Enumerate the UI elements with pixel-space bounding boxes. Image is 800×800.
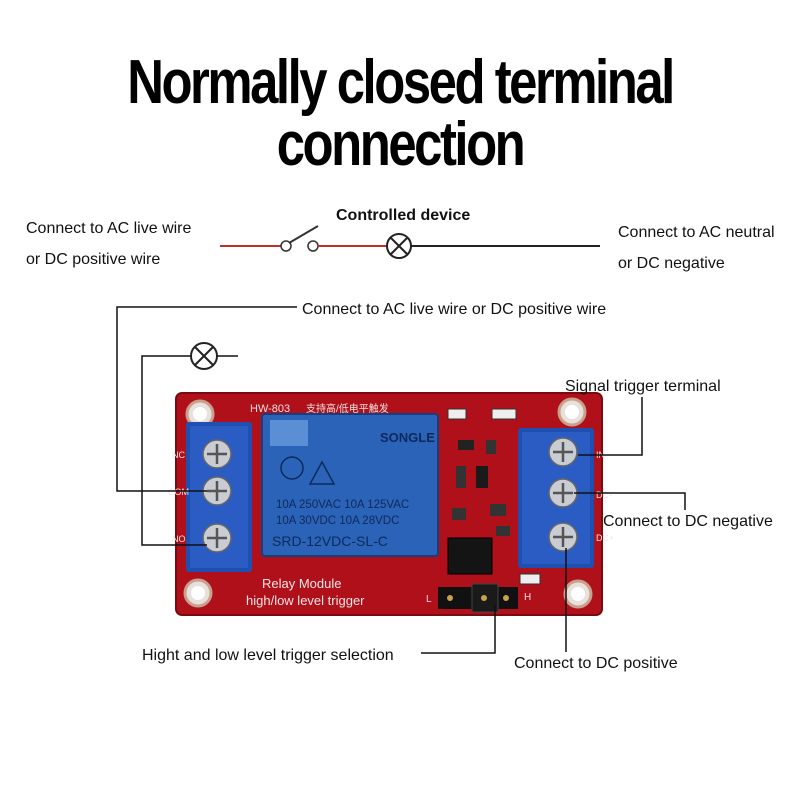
jumper-header: [438, 583, 518, 613]
input-terminal-block: [518, 428, 594, 568]
label-signal-trigger: Signal trigger terminal: [565, 378, 721, 395]
leader-signal: [578, 397, 643, 456]
board-model-text: HW-803: [250, 403, 290, 415]
screw-dc-plus: [548, 522, 578, 552]
leader-trigger-select: [421, 605, 496, 654]
switch-contact-left: [280, 240, 292, 252]
board-chinese-text: 支持高/低电平触发: [306, 402, 389, 415]
label-ac-neutral-2: or DC negative: [618, 255, 725, 272]
wire-ac-live: [116, 306, 297, 492]
jumper-mark-l: L: [426, 594, 432, 605]
leader-dc-negative: [574, 492, 686, 510]
silk-line-2: high/low level trigger: [246, 593, 365, 608]
label-trigger-selection: Hight and low level trigger selection: [142, 647, 394, 664]
label-dc-negative: Connect to DC negative: [603, 513, 773, 530]
label-ac-neutral-1: Connect to AC neutral: [618, 224, 775, 241]
leader-lines: [116, 306, 686, 654]
page-title: Normally closed terminal connection: [127, 48, 675, 179]
relay-spec-1: 10A 250VAC 10A 125VAC: [276, 499, 409, 511]
relay-brand-text: SONGLE: [380, 430, 435, 445]
wire-lamp: [141, 355, 207, 546]
mark-dc-minus: DC-: [596, 490, 612, 500]
screw-dc-minus: [548, 478, 578, 508]
screw-in: [548, 437, 578, 467]
screw-com: [202, 476, 232, 506]
label-dc-positive: Connect to DC positive: [514, 655, 678, 672]
relay-spec-2: 10A 30VDC 10A 28VDC: [276, 515, 399, 527]
mark-nc: NC: [172, 450, 185, 460]
output-terminal-block: [186, 422, 252, 572]
label-ac-live-top-2: or DC positive wire: [26, 251, 161, 268]
mark-com: COM: [168, 487, 189, 497]
label-ac-live-long: Connect to AC live wire or DC positive w…: [302, 301, 607, 318]
screw-no: [202, 523, 232, 553]
mark-no: NO: [172, 534, 186, 544]
relay-component: [261, 413, 439, 557]
lamp-icon: [386, 233, 412, 259]
jumper-mark-h: H: [524, 592, 531, 603]
switch-circuit: [220, 225, 600, 259]
relay-board: HW-803 支持高/低电平触发 SONGLE 10A 250VAC 10A 1…: [168, 392, 614, 616]
label-controlled-device: Controlled device: [336, 207, 471, 224]
lamp-icon-lower: [190, 342, 218, 370]
smd-components: [447, 408, 541, 585]
label-ac-live-top-1: Connect to AC live wire: [26, 220, 192, 237]
screw-nc: [202, 439, 232, 469]
silk-line-1: Relay Module: [262, 576, 342, 591]
switch-contact-right: [307, 240, 319, 252]
mark-dc-plus: DC+: [596, 533, 614, 543]
relay-model-text: SRD-12VDC-SL-C: [272, 533, 388, 549]
